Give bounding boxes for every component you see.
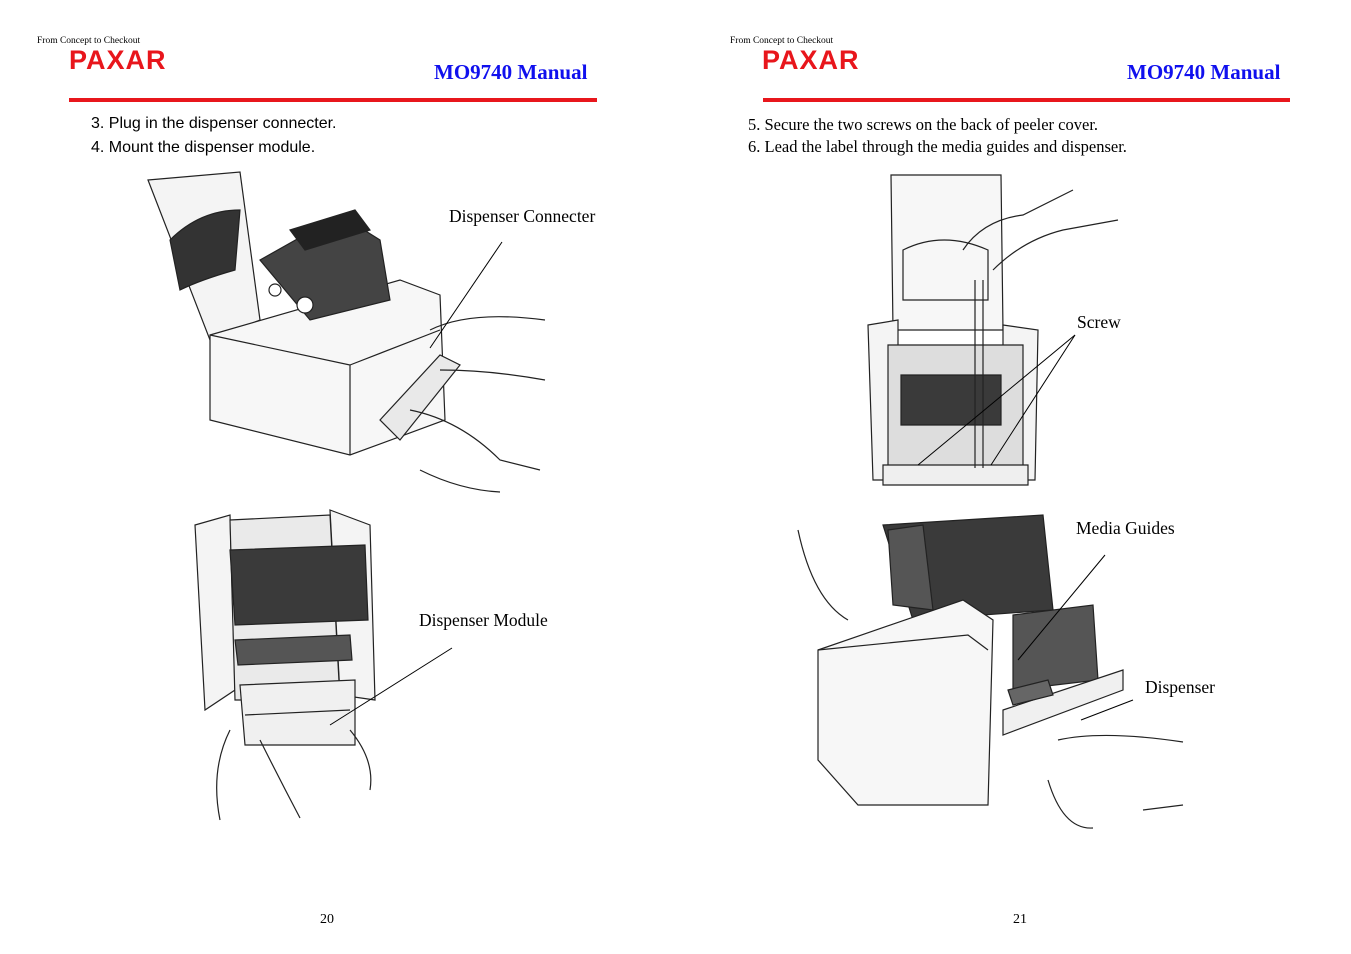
logo-brand: PAXAR xyxy=(69,45,167,75)
dispenser-connecter-illustration xyxy=(147,171,546,493)
manual-title: MO9740 Manual xyxy=(1127,60,1281,84)
logo-tagline: From Concept to Checkout xyxy=(730,36,834,46)
step-3: 3. Plug in the dispenser connecter. xyxy=(91,115,337,132)
header-rule xyxy=(69,98,597,102)
dispenser-module-illustration xyxy=(194,509,453,821)
callout-media-guides: Media Guides xyxy=(1076,518,1175,538)
header-rule xyxy=(763,98,1290,102)
logo-brand: PAXAR xyxy=(762,45,860,75)
paxar-logo: From Concept to Checkout PAXAR xyxy=(37,36,167,75)
logo-tagline: From Concept to Checkout xyxy=(37,36,141,46)
page-21: From Concept to Checkout PAXAR MO9740 Ma… xyxy=(693,0,1351,954)
manual-title: MO9740 Manual xyxy=(434,60,588,84)
screw-illustration xyxy=(867,174,1119,486)
step-6: 6. Lead the label through the media guid… xyxy=(748,137,1127,156)
callout-dispenser-connecter: Dispenser Connecter xyxy=(449,206,596,226)
page-20: From Concept to Checkout PAXAR MO9740 Ma… xyxy=(0,0,675,954)
callout-screw: Screw xyxy=(1077,312,1121,332)
step-4: 4. Mount the dispenser module. xyxy=(91,139,316,156)
step-5: 5. Secure the two screws on the back of … xyxy=(748,115,1099,134)
callout-dispenser: Dispenser xyxy=(1145,677,1215,697)
page-number: 21 xyxy=(1013,912,1027,927)
paxar-logo: From Concept to Checkout PAXAR xyxy=(730,36,860,75)
callout-dispenser-module: Dispenser Module xyxy=(419,610,548,630)
media-guides-illustration xyxy=(797,514,1184,829)
page-number: 20 xyxy=(320,912,334,927)
